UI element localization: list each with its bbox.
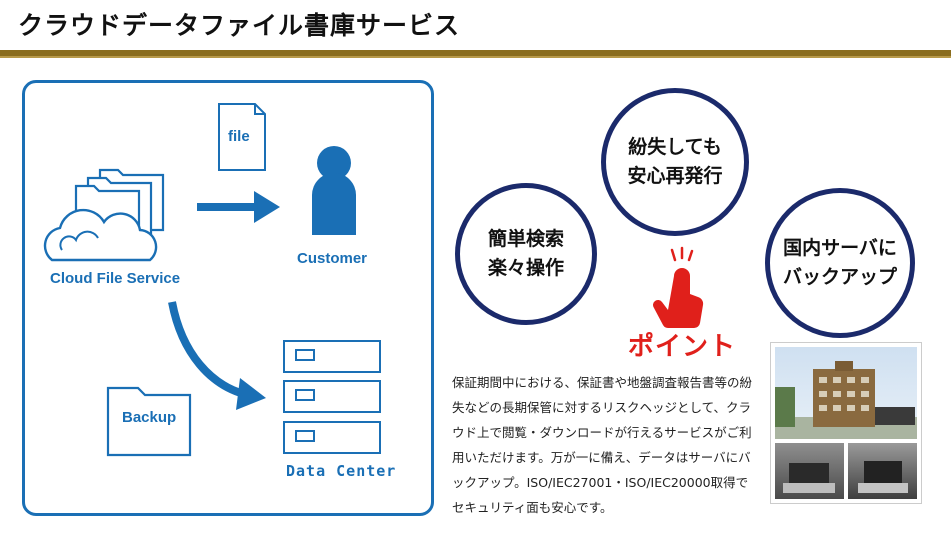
- data-center-label: Data Center: [286, 462, 397, 480]
- service-description: 保証期間中における、保証書や地盤調査報告書等の紛失などの長期保管に対するリスクヘ…: [452, 375, 753, 515]
- arrow-right-icon: [197, 191, 280, 223]
- service-diagram-panel: [22, 80, 434, 516]
- title-divider: [0, 50, 951, 56]
- seismic-isolator-photo-1: [775, 443, 844, 499]
- pointing-hand-icon: [653, 246, 704, 329]
- feature-backup-line2: バックアップ: [782, 266, 897, 288]
- service-diagram: [43, 103, 381, 457]
- server-rack-icon: [283, 340, 381, 454]
- backup-label: Backup: [122, 409, 177, 426]
- cloud-icon: [43, 208, 158, 262]
- seismic-isolator-photo-2: [848, 443, 917, 499]
- title-divider-thin: [0, 56, 951, 58]
- backup-folder-icon: [106, 386, 192, 457]
- feature-easy-line2: 楽々操作: [487, 257, 564, 279]
- customer-label: Customer: [297, 250, 368, 267]
- datacenter-photo: [771, 343, 921, 503]
- building-photo: [775, 347, 917, 439]
- feature-reissue-line2: 安心再発行: [627, 165, 723, 187]
- feature-easy-search: 簡単検索 楽々操作: [455, 183, 597, 325]
- feature-reissue: 紛失しても 安心再発行: [601, 88, 749, 236]
- point-label: ポイント: [628, 332, 737, 362]
- feature-easy-line1: 簡単検索: [487, 227, 564, 250]
- file-icon: [218, 103, 266, 171]
- feature-backup-line1: 国内サーバに: [783, 236, 897, 259]
- person-icon: [312, 146, 356, 235]
- file-label: file: [228, 128, 250, 145]
- feature-reissue-line1: 紛失しても: [628, 135, 722, 158]
- curved-arrow-icon: [168, 301, 246, 398]
- feature-backup: 国内サーバに バックアップ: [765, 188, 915, 338]
- page-title: クラウドデータファイル書庫サービス: [18, 11, 461, 40]
- cloud-file-service-label: Cloud File Service: [50, 270, 181, 287]
